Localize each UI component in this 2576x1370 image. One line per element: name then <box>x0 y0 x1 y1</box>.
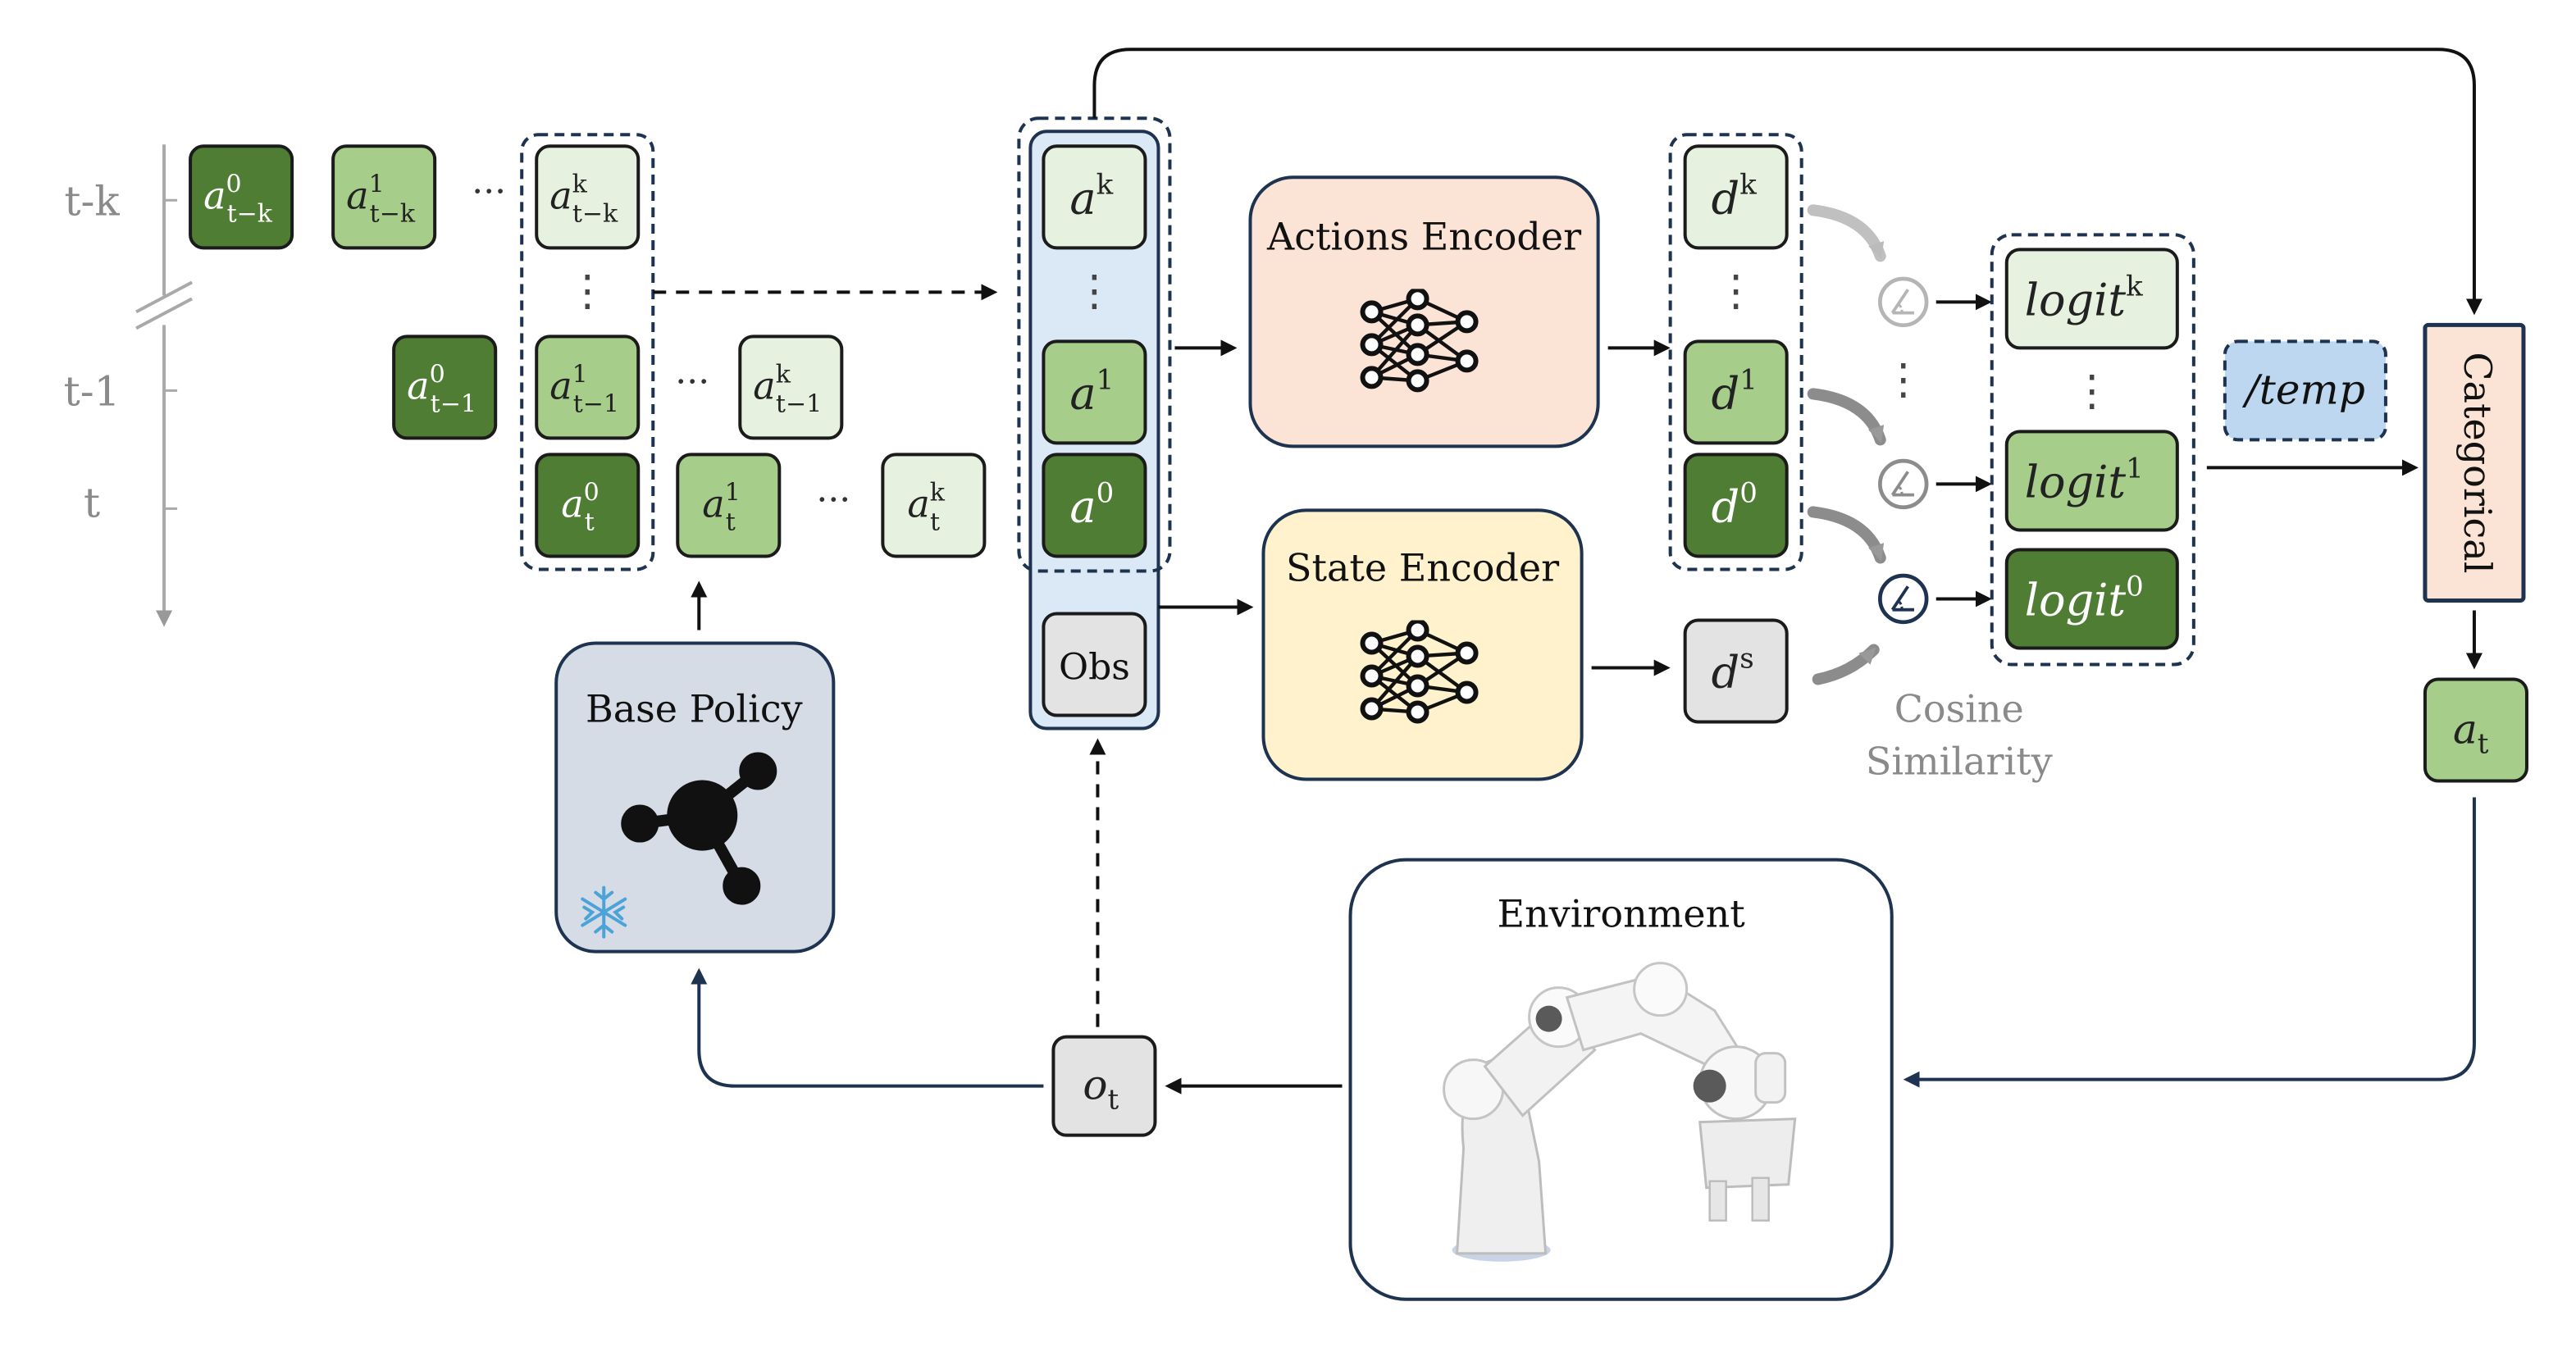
curved-arrow-dk <box>1807 204 1886 262</box>
angle-icon <box>1880 461 1926 507</box>
svg-text:a0t: a0t <box>561 478 600 536</box>
vdots-candidates: ⋮ <box>1073 266 1115 316</box>
vdots-embeddings: ⋮ <box>1715 266 1758 316</box>
robot-arm-image <box>1443 962 1797 1262</box>
svg-text:a0: a0 <box>1069 476 1114 532</box>
logit-box-k: logitk <box>2004 248 2179 350</box>
svg-text:logit1: logit1 <box>2025 452 2144 507</box>
cosine-label-line1: Cosine <box>1894 687 2024 731</box>
timeline-label-t: t <box>84 479 100 526</box>
curved-arrow-d0 <box>1807 506 1886 564</box>
svg-text:logitk: logitk <box>2025 270 2143 325</box>
base-policy-title: Base Policy <box>586 687 803 731</box>
obs-box: Obs <box>1042 612 1147 717</box>
vdots-history: ⋮ <box>566 266 609 316</box>
environment: Environment <box>1348 858 1894 1301</box>
environment-title: Environment <box>1498 892 1746 936</box>
arrow-observation-to-base-policy <box>691 967 1044 1088</box>
svg-text:dk: dk <box>1712 168 1758 224</box>
state-encoder: State Encoder <box>1261 508 1584 781</box>
arrow-action-to-environment <box>1903 797 2476 1088</box>
candidate-group-outline <box>520 133 655 571</box>
actions-encoder: Actions Encoder <box>1248 175 1600 448</box>
observation-box: ot <box>1051 1035 1157 1137</box>
arrow-candidates-to-categorical <box>1092 48 2483 316</box>
svg-text:akt−k: akt−k <box>549 170 618 228</box>
ellipsis-t: ··· <box>816 479 850 521</box>
svg-text:a0t−1: a0t−1 <box>407 360 476 418</box>
svg-text:a1t−k: a1t−k <box>346 170 416 228</box>
svg-text:Obs: Obs <box>1059 646 1130 688</box>
action-embeddings: dk ⋮ d1 d0 <box>1668 133 1803 571</box>
molecule-icon <box>621 752 777 905</box>
svg-text:logit0: logit0 <box>2025 570 2144 626</box>
svg-text:ds: ds <box>1712 642 1754 698</box>
output-action-box: at <box>2423 677 2528 783</box>
svg-text:at: at <box>2453 706 2489 761</box>
embedding-box-d1: d1 <box>1683 339 1789 445</box>
svg-text:ot: ot <box>1083 1062 1119 1117</box>
curved-arrow-d1 <box>1807 388 1886 446</box>
snowflake-icon <box>581 885 627 939</box>
logit-box-1: logit1 <box>2004 430 2179 532</box>
svg-text:/temp: /temp <box>2242 366 2365 413</box>
ellipsis-tk: ··· <box>472 171 506 212</box>
actions-encoder-title: Actions Encoder <box>1266 214 1581 258</box>
svg-text:Categorical: Categorical <box>2455 352 2500 573</box>
curved-arrow-ds <box>1812 644 1880 685</box>
svg-text:d1: d1 <box>1712 363 1758 419</box>
svg-text:akt−1: akt−1 <box>753 360 822 418</box>
cosine-similarity: ⋮ Cosine Similarity <box>1807 204 2053 784</box>
vdots-logits: ⋮ <box>2071 366 2113 416</box>
embedding-box-d0: d0 <box>1683 453 1789 558</box>
svg-text:ak: ak <box>1069 168 1113 224</box>
svg-text:a1t−1: a1t−1 <box>549 360 619 418</box>
logit-box-0: logit0 <box>2004 548 2179 650</box>
ellipsis-t1: ··· <box>675 361 709 403</box>
state-encoder-title: State Encoder <box>1286 545 1559 589</box>
svg-text:a0t−k: a0t−k <box>203 170 273 228</box>
svg-text:a1: a1 <box>1069 363 1114 419</box>
svg-text:akt: akt <box>907 478 945 536</box>
base-policy: Base Policy <box>554 641 836 954</box>
candidate-box-ak: ak <box>1042 144 1147 250</box>
cosine-label-line2: Similarity <box>1866 740 2053 784</box>
categorical-box: Categorical <box>2423 322 2526 603</box>
candidate-box-a0: a0 <box>1042 453 1147 558</box>
timeline-label-t1: t-1 <box>64 367 121 415</box>
candidate-box-a1: a1 <box>1042 339 1147 445</box>
svg-text:d0: d0 <box>1712 476 1758 532</box>
timeline: t-k t-1 t <box>64 144 194 627</box>
logits: logitk ⋮ logit1 logit0 <box>1990 233 2195 667</box>
svg-text:a1t: a1t <box>702 478 741 536</box>
vdots-cosine: ⋮ <box>1882 355 1925 404</box>
angle-icon <box>1880 279 1926 325</box>
candidate-panel: ak ⋮ a1 a0 Obs <box>1017 116 1172 731</box>
angle-icon <box>1880 576 1926 622</box>
embedding-box-dk: dk <box>1683 144 1789 250</box>
timeline-label-tk: t-k <box>64 177 120 225</box>
temperature-box: /temp <box>2223 339 2387 442</box>
state-embedding-box-ds: ds <box>1683 618 1789 724</box>
